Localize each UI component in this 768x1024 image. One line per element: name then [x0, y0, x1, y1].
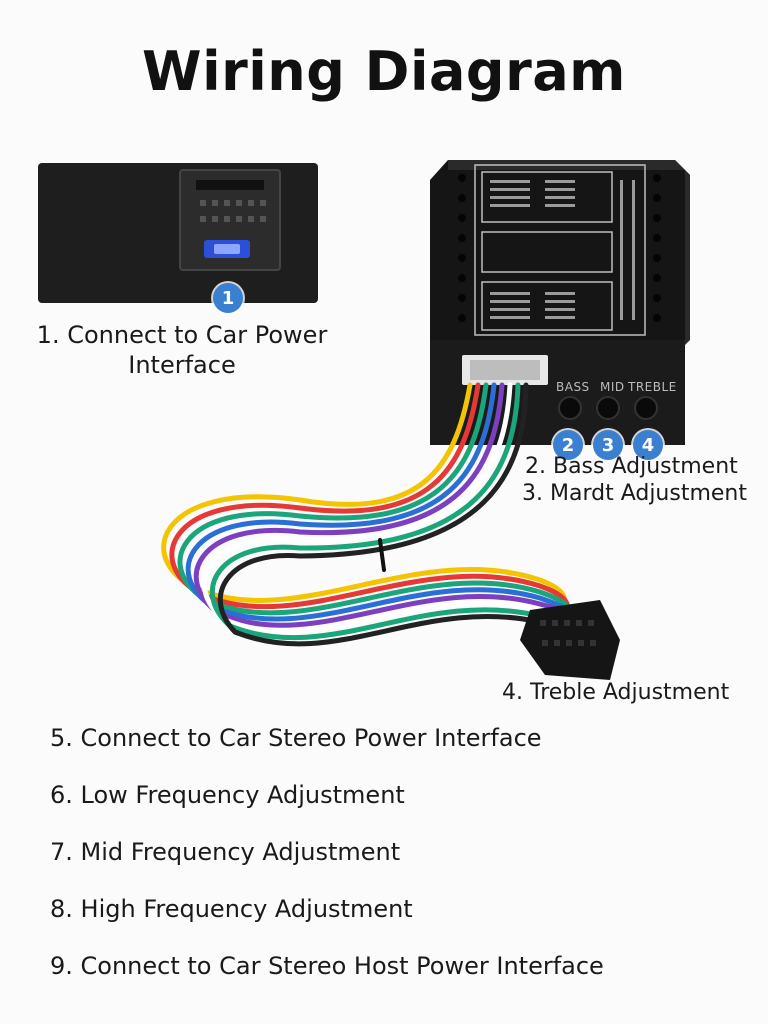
- treble-knob-label: TREBLE: [628, 380, 677, 394]
- bass-knob-icon: [558, 396, 582, 420]
- treble-knob-icon: [634, 396, 658, 420]
- callout-2-label: 2. Bass Adjustment: [525, 454, 738, 479]
- list-item-5: 5. Connect to Car Stereo Power Interface: [50, 724, 542, 752]
- stereo-plug: [520, 600, 620, 680]
- list-item-6: 6. Low Frequency Adjustment: [50, 781, 405, 809]
- mid-knob-label: MID: [600, 380, 625, 394]
- list-item-8: 8. High Frequency Adjustment: [50, 895, 413, 923]
- amplifier-device: [430, 160, 690, 445]
- mid-knob-icon: [596, 396, 620, 420]
- list-item-9: 9. Connect to Car Stereo Host Power Inte…: [50, 952, 604, 980]
- callout-badge-2: 2: [553, 430, 583, 460]
- callout-badge-4: 4: [633, 430, 663, 460]
- callout-1-line1: 1. Connect to Car Power: [36, 321, 328, 349]
- callout-1-label: 1. Connect to Car Power Interface: [32, 320, 332, 380]
- page-title: Wiring Diagram: [142, 40, 626, 103]
- list-item-7: 7. Mid Frequency Adjustment: [50, 838, 401, 866]
- bass-knob-label: BASS: [556, 380, 590, 394]
- callout-4-label: 4. Treble Adjustment: [502, 680, 730, 705]
- callout-badge-1: 1: [213, 283, 243, 313]
- callout-1-line2: Interface: [128, 351, 236, 379]
- callout-3-label: 3. Mardt Adjustment: [522, 481, 747, 506]
- callout-badge-3: 3: [593, 430, 623, 460]
- car-power-interface-panel: [38, 163, 318, 303]
